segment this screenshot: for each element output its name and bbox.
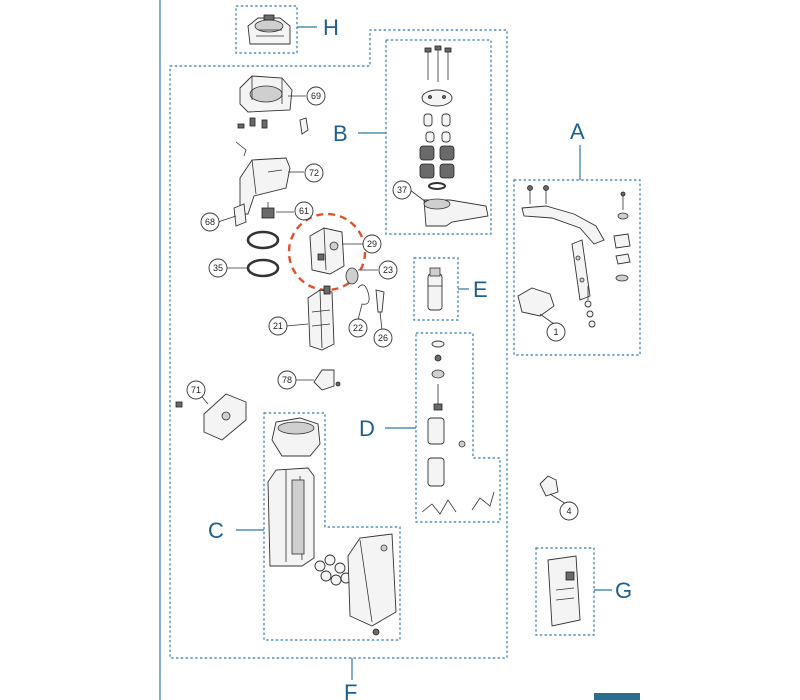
part-4-knob xyxy=(539,475,559,497)
svg-text:68: 68 xyxy=(205,217,215,227)
callout-71: 71 xyxy=(186,380,206,400)
callout-22: 22 xyxy=(348,318,368,338)
part-a-bolt xyxy=(617,191,629,220)
part-29-valve-block xyxy=(309,227,345,275)
svg-text:69: 69 xyxy=(311,91,321,101)
svg-text:71: 71 xyxy=(191,385,201,395)
part-21-body xyxy=(307,285,335,351)
svg-text:21: 21 xyxy=(273,321,283,331)
svg-text:1: 1 xyxy=(553,327,558,337)
part-26-clip xyxy=(375,289,385,313)
part-23-disc xyxy=(345,267,359,285)
group-d-frame xyxy=(415,332,501,523)
part-c-cap xyxy=(271,417,321,457)
callout-29: 29 xyxy=(362,234,382,254)
callout-leaders xyxy=(197,95,567,505)
svg-text:35: 35 xyxy=(213,263,223,273)
group-e-label: E xyxy=(473,277,488,302)
part-b-seals xyxy=(423,113,451,143)
svg-text:37: 37 xyxy=(397,185,407,195)
part-37-spout-arm xyxy=(423,198,489,227)
callout-26: 26 xyxy=(373,328,393,348)
part-68-clip xyxy=(233,203,247,227)
corner-tab xyxy=(594,693,640,700)
part-b-plate xyxy=(421,89,453,107)
part-1-handle xyxy=(517,287,555,317)
callout-21: 21 xyxy=(268,316,288,336)
part-78-bracket xyxy=(313,369,341,391)
part-e-cartridge xyxy=(427,267,443,311)
part-small-screws xyxy=(235,117,309,157)
svg-text:72: 72 xyxy=(309,168,319,178)
svg-text:78: 78 xyxy=(282,375,292,385)
part-c-tank xyxy=(267,467,315,567)
group-c-label: C xyxy=(208,518,224,543)
part-d-stack xyxy=(427,340,466,487)
part-b-gears xyxy=(419,145,455,179)
group-h-frame xyxy=(235,5,298,54)
callout-78: 78 xyxy=(277,370,297,390)
callout-4: 4 xyxy=(559,501,579,521)
group-g-frame xyxy=(535,547,595,636)
highlight-circle xyxy=(287,212,367,292)
part-b-bolts xyxy=(424,45,452,82)
callout-69: 69 xyxy=(306,86,326,106)
part-h-housing xyxy=(247,14,291,45)
callout-61: 61 xyxy=(294,201,314,221)
callout-1: 1 xyxy=(546,322,566,342)
part-a-lever-arm xyxy=(571,239,591,301)
group-h-label: H xyxy=(323,15,339,40)
svg-text:61: 61 xyxy=(299,206,309,216)
part-72-bracket xyxy=(239,157,291,215)
svg-text:29: 29 xyxy=(367,239,377,249)
part-b-washer xyxy=(428,182,446,190)
svg-text:22: 22 xyxy=(353,323,363,333)
svg-text:23: 23 xyxy=(383,265,393,275)
part-g-module xyxy=(547,555,581,627)
part-22-spring xyxy=(357,284,370,305)
group-f-label: F xyxy=(344,680,357,700)
callout-68: 68 xyxy=(200,212,220,232)
part-35-o-ring xyxy=(246,258,280,278)
part-61-clip xyxy=(261,202,275,219)
part-c-cover-plate xyxy=(347,533,397,636)
part-c-valve-bank xyxy=(314,554,352,586)
group-b-label: B xyxy=(333,121,348,146)
part-o-ring-upper xyxy=(246,230,280,250)
group-a-frame xyxy=(513,179,641,356)
group-d-label: D xyxy=(359,416,375,441)
group-b-frame xyxy=(385,39,492,235)
part-a-spout xyxy=(521,185,605,245)
part-69-cover xyxy=(239,75,293,113)
group-c-frame xyxy=(263,412,401,641)
callout-72: 72 xyxy=(304,163,324,183)
part-71-plate xyxy=(175,393,247,441)
part-a-hardware xyxy=(584,286,596,328)
svg-text:4: 4 xyxy=(566,506,571,516)
part-a-nozzle-fittings xyxy=(613,233,631,282)
callout-23: 23 xyxy=(378,260,398,280)
group-a-label: A xyxy=(570,119,585,144)
part-d-wiring xyxy=(421,491,495,515)
group-g-label: G xyxy=(615,578,632,603)
callout-37: 37 xyxy=(392,180,412,200)
callout-35: 35 xyxy=(208,258,228,278)
svg-text:26: 26 xyxy=(378,333,388,343)
